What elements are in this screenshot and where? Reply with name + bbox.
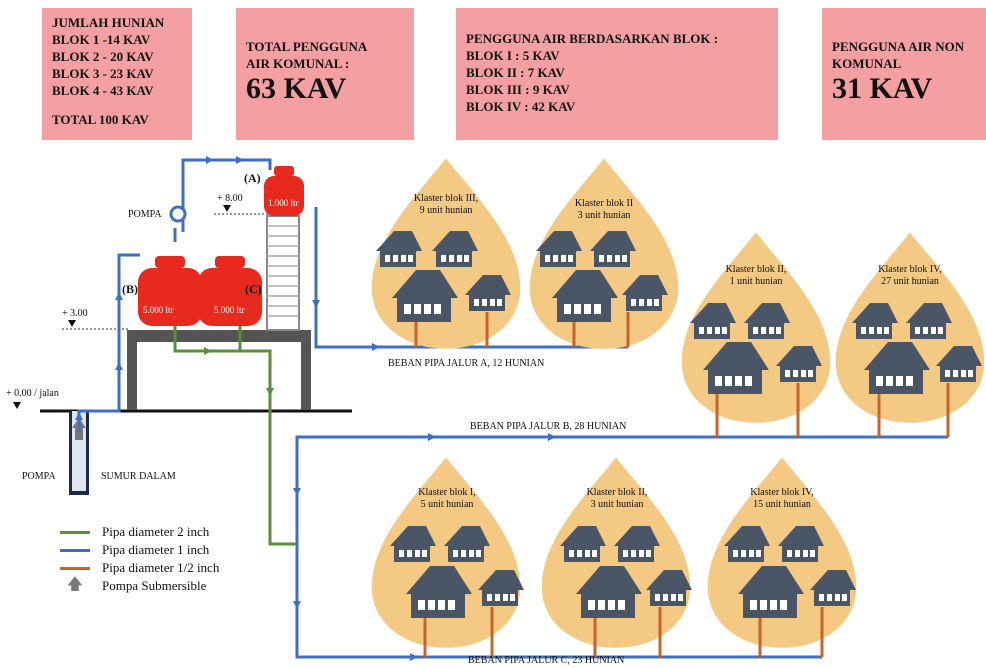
level-0-label: + 0.00 / jalan bbox=[6, 388, 59, 399]
legend-pipe-2inch: Pipa diameter 2 inch bbox=[60, 523, 209, 541]
green-pipe-swatch bbox=[60, 530, 90, 534]
per-block-2: BLOK II : 7 KAV bbox=[466, 65, 565, 80]
cluster-label: Klaster blok III, 9 unit hunian bbox=[413, 193, 479, 216]
top-pump-label: POMPA bbox=[128, 209, 162, 220]
non-communal-title-1: PENGGUNA AIR NON bbox=[832, 39, 965, 54]
legend-pipe-1inch: Pipa diameter 1 inch bbox=[60, 541, 209, 559]
cluster-label: Klaster blok I, 5 unit hunian bbox=[418, 487, 476, 510]
communal-users-box: TOTAL PENGGUNA AIR KOMUNAL : 63 KAV bbox=[236, 8, 414, 140]
per-block-1: BLOK I : 5 KAV bbox=[466, 48, 560, 63]
units-block-4: BLOK 4 - 43 KAV bbox=[52, 83, 154, 98]
line-a-label: BEBAN PIPA JALUR A, 12 HUNIAN bbox=[388, 358, 545, 369]
units-title: JUMLAH HUNIAN bbox=[52, 15, 165, 30]
tank-a-label: (A) bbox=[244, 171, 261, 185]
orange-pipe-swatch bbox=[60, 566, 90, 570]
per-block-4: BLOK IV : 42 KAV bbox=[466, 99, 576, 114]
units-total: TOTAL 100 KAV bbox=[52, 112, 149, 127]
legend-submersible-pump: 🡅 Pompa Submersible bbox=[60, 576, 207, 595]
units-block-1: BLOK 1 -14 KAV bbox=[52, 32, 151, 47]
communal-value: 63 KAV bbox=[246, 72, 347, 105]
cluster-label: Klaster blok II, 3 unit hunian bbox=[586, 487, 648, 510]
legend-pipe-half-inch: Pipa diameter 1/2 inch bbox=[60, 559, 219, 577]
tank-b-capacity: 5.000 ltr bbox=[143, 305, 174, 315]
tank-c bbox=[198, 256, 262, 326]
tank-c-capacity: 5.000 ltr bbox=[214, 305, 245, 315]
per-block-3: BLOK III : 9 KAV bbox=[466, 82, 570, 97]
cluster-label: Klaster blok IV, 15 unit hunian bbox=[750, 487, 814, 510]
housing-count-box: JUMLAH HUNIAN BLOK 1 -14 KAV BLOK 2 - 20… bbox=[42, 8, 192, 140]
well-pump-label: POMPA bbox=[22, 471, 56, 482]
non-communal-users-box: PENGGUNA AIR NON KOMUNAL 31 KAV bbox=[822, 8, 986, 140]
per-block-users-box: PENGGUNA AIR BERDASARKAN BLOK : BLOK I :… bbox=[456, 8, 778, 140]
units-block-3: BLOK 3 - 23 KAV bbox=[52, 66, 154, 81]
line-b-label: BEBAN PIPA JALUR B, 28 HUNIAN bbox=[470, 421, 627, 432]
level-3-label: + 3.00 bbox=[62, 308, 88, 319]
line-c-label: BEBAN PIPA JALUR C, 23 HUNIAN bbox=[468, 655, 625, 666]
tank-a-capacity: 1.000 ltr bbox=[268, 198, 299, 208]
tank-b bbox=[138, 256, 202, 326]
blue-pipe-swatch bbox=[60, 548, 90, 552]
non-communal-title-2: KOMUNAL bbox=[832, 56, 902, 71]
per-block-title: PENGGUNA AIR BERDASARKAN BLOK : bbox=[466, 31, 719, 46]
cluster-label: Klaster blok IV, 27 unit hunian bbox=[878, 264, 942, 287]
non-communal-value: 31 KAV bbox=[832, 72, 933, 105]
units-block-2: BLOK 2 - 20 KAV bbox=[52, 49, 154, 64]
level-8-label: + 8.00 bbox=[217, 193, 243, 204]
cluster-label: Klaster blok II 3 unit hunian bbox=[574, 198, 634, 221]
up-arrow-icon: 🡅 bbox=[66, 575, 84, 593]
communal-title-1: TOTAL PENGGUNA bbox=[246, 39, 368, 54]
tank-b-label: (B) bbox=[122, 282, 138, 296]
deep-well-label: SUMUR DALAM bbox=[101, 471, 176, 482]
tank-c-label: (C) bbox=[245, 282, 262, 296]
tank-a bbox=[264, 166, 304, 216]
cluster-label: Klaster blok II, 1 unit hunian bbox=[725, 264, 787, 287]
communal-title-2: AIR KOMUNAL : bbox=[246, 56, 350, 71]
